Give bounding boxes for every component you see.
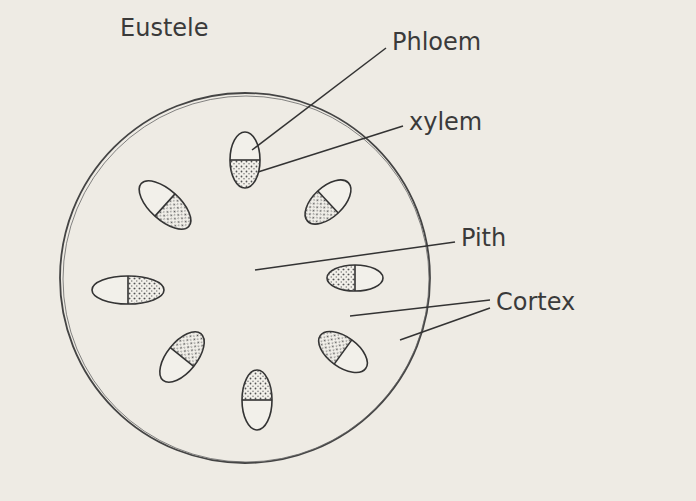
stem-outline bbox=[60, 93, 430, 463]
leader-line bbox=[400, 308, 490, 340]
part-label: Pith bbox=[461, 224, 506, 253]
vascular-bundle bbox=[242, 370, 272, 430]
leader-line bbox=[252, 48, 386, 150]
leader-line bbox=[350, 300, 490, 316]
leader-lines bbox=[252, 48, 490, 340]
vascular-bundle bbox=[230, 132, 260, 188]
part-label: Cortex bbox=[496, 288, 575, 317]
leader-line bbox=[255, 242, 455, 270]
vascular-bundle bbox=[92, 276, 164, 304]
vascular-bundle bbox=[327, 265, 383, 291]
leader-line bbox=[258, 126, 403, 172]
diagram-title: Eustele bbox=[120, 14, 209, 43]
vascular-bundle bbox=[312, 323, 375, 380]
part-label: Phloem bbox=[392, 28, 481, 57]
stem-outline-inner bbox=[63, 96, 429, 462]
part-label: xylem bbox=[409, 108, 482, 137]
vascular-bundles bbox=[92, 132, 383, 430]
vascular-bundle bbox=[151, 324, 212, 390]
vascular-bundle bbox=[297, 172, 358, 232]
vascular-bundle bbox=[131, 172, 199, 237]
